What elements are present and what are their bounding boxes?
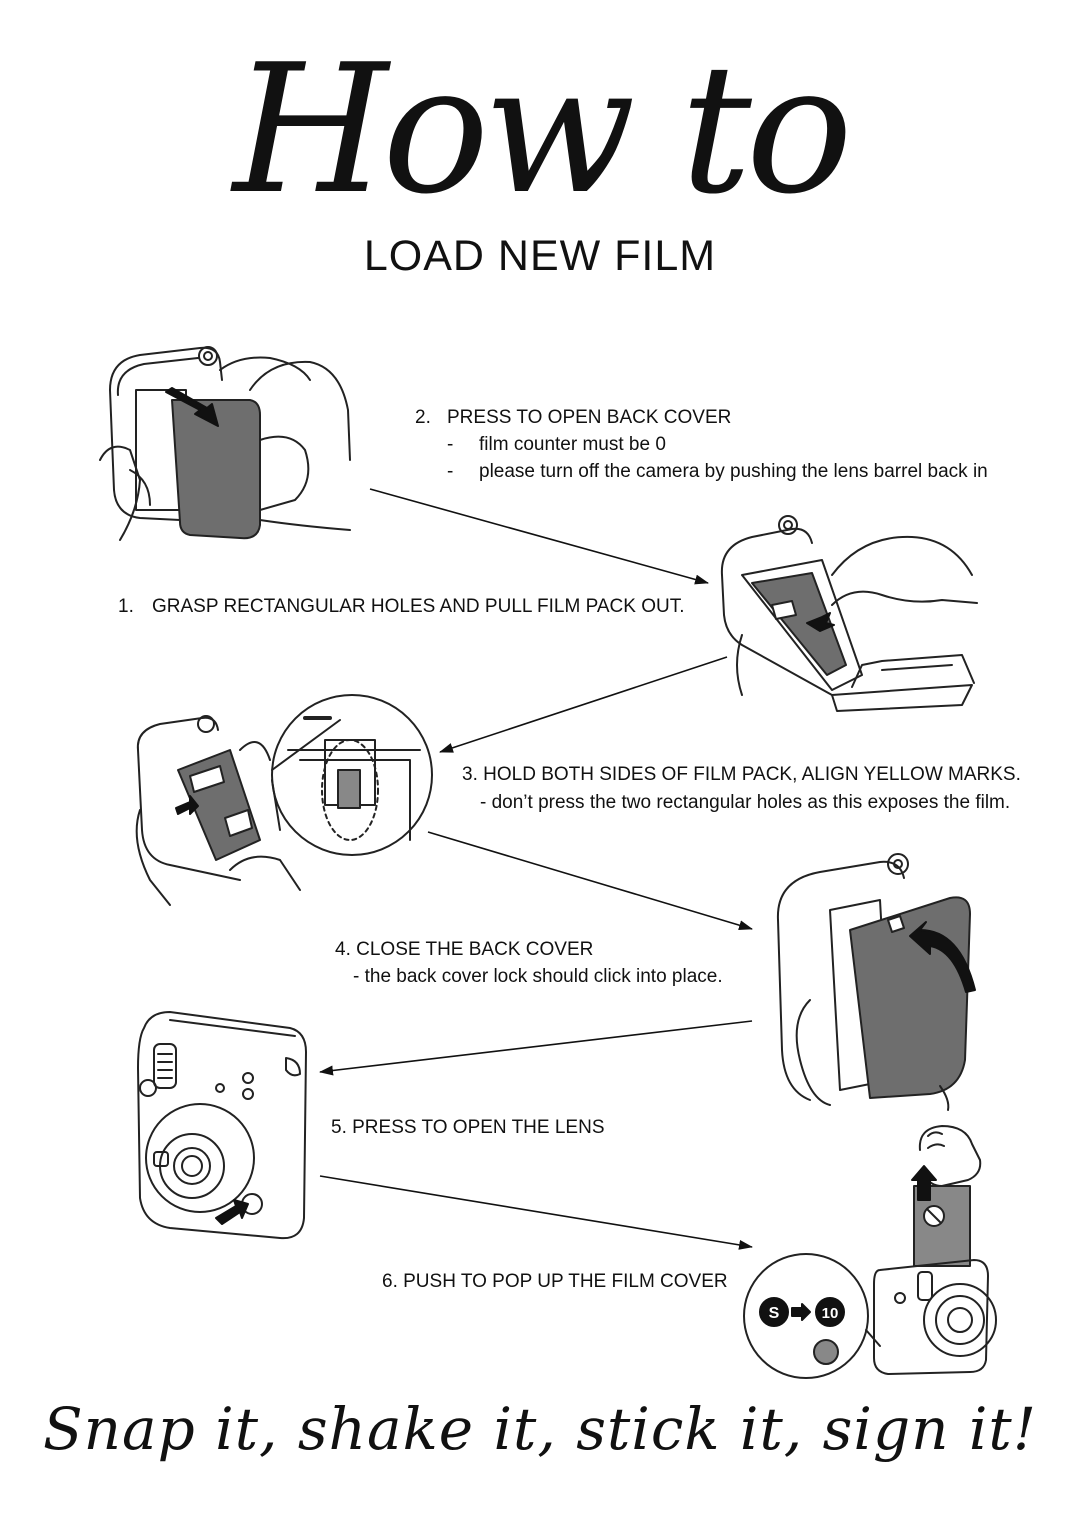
step3-heading: 3. HOLD BOTH SIDES OF FILM PACK, ALIGN Y… (462, 764, 1021, 785)
step2-note-2-text: please turn off the camera by pushing th… (479, 461, 988, 482)
step2-note-2: - please turn off the camera by pushing t… (447, 458, 988, 485)
step2-illustration (720, 515, 978, 712)
step1-illustration (99, 346, 351, 541)
step6-illustration: S 10 (743, 1125, 997, 1379)
counter-from-label: S (769, 1305, 780, 1322)
arrow-step1-to-step2 (369, 488, 709, 585)
step5-illustration (137, 1011, 307, 1240)
step2-note-1: - film counter must be 0 (447, 431, 666, 458)
push-arrow-icon (806, 612, 835, 632)
step3-note: - don’t press the two rectangular holes … (480, 792, 1011, 813)
step4-note: - the back cover lock should click into … (353, 966, 723, 987)
step5-heading: 5. PRESS TO OPEN THE LENS (331, 1117, 605, 1138)
arrow-step4-to-step5 (319, 1020, 753, 1076)
counter-to-badge (815, 1297, 845, 1327)
yellow-mark (337, 769, 361, 809)
step3-illustration (135, 694, 433, 906)
step2-note-1-text: film counter must be 0 (479, 434, 666, 455)
step6-heading: 6. PUSH TO POP UP THE FILM COVER (382, 1271, 728, 1292)
insert-arrow-icon (175, 795, 199, 815)
script-title: How to (232, 26, 853, 233)
step2-number: 2. (415, 407, 431, 428)
step4-heading: 4. CLOSE THE BACK COVER (335, 939, 594, 960)
counter-from-badge (759, 1297, 789, 1327)
arrow-step3-to-step4 (427, 831, 753, 931)
footer-tagline: Snap it, shake it, stick it, sign it! (42, 1395, 1038, 1463)
camera-body (137, 1011, 307, 1240)
viewfinder (153, 1043, 177, 1089)
lens-ring (145, 1103, 255, 1213)
film-pack (751, 572, 847, 676)
back-cover-door (849, 896, 971, 1099)
arrow-step2-to-step3 (439, 656, 728, 753)
step1-heading: 1. GRASP RECTANGULAR HOLES AND PULL FILM … (118, 593, 684, 620)
step4-illustration (776, 853, 976, 1111)
cover-lock (887, 915, 905, 933)
camera-body (873, 1259, 989, 1375)
pull-arrow-icon (165, 387, 219, 427)
back-cover-door (831, 684, 973, 712)
camera-back-open (741, 559, 863, 691)
arrow-step5-to-step6 (319, 1175, 753, 1250)
pop-up-arrow-icon (911, 1165, 937, 1201)
press-arrow-icon (215, 1199, 249, 1225)
step2-note-marker: - (447, 461, 454, 482)
counter-arrow-icon (791, 1303, 811, 1321)
step1-number: 1. (118, 596, 134, 617)
page-title: LOAD NEW FILM (363, 232, 717, 280)
step1-text: GRASP RECTANGULAR HOLES AND PULL FILM PA… (152, 596, 685, 617)
film-pack (171, 399, 261, 540)
step2-heading: 2. PRESS TO OPEN BACK COVER (415, 404, 731, 431)
counter-to-label: 10 (822, 1305, 839, 1322)
counter-window (813, 1339, 839, 1365)
step2-note-marker: - (447, 434, 454, 455)
close-arrow-icon (909, 921, 976, 993)
step2-text: PRESS TO OPEN BACK COVER (447, 407, 732, 428)
